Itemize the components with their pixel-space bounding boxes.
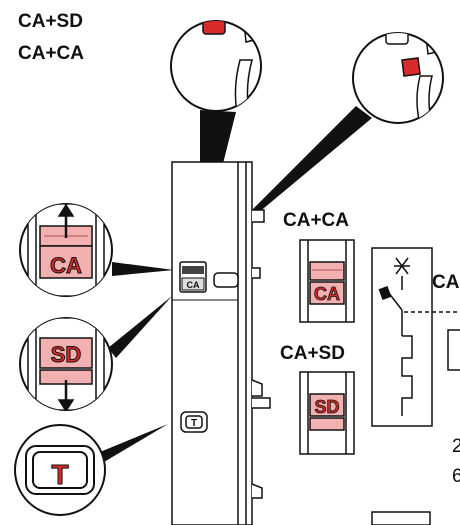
zoom-sd-text: SD: [51, 342, 82, 367]
card-ca-sd: [299, 371, 355, 455]
zoom-indicator-off: [170, 20, 262, 112]
label-ca-sd-option: CA+SD: [280, 343, 345, 364]
zoom-test-button: [14, 424, 106, 516]
title-ca-ca: CA+CA: [18, 43, 84, 64]
title-ca-sd: CA+SD: [18, 11, 83, 32]
label-ca-ca-option: CA+CA: [283, 210, 349, 231]
zoom-ca-slider: CA: [19, 203, 113, 297]
label-edge-6: 6: [452, 466, 460, 487]
schematic-symbol: [371, 247, 460, 525]
card-ca-text: CA: [314, 284, 340, 304]
label-edge-2: 2: [452, 436, 460, 457]
auxiliary-device-body: CA: [171, 161, 271, 525]
zoom-sd-slider: SD: [19, 317, 113, 411]
zoom-test-text[interactable]: T: [51, 459, 69, 491]
zoom-ca-text: CA: [50, 253, 82, 278]
device-slot-text: CA: [187, 280, 200, 290]
card-sd-text: SD: [314, 397, 339, 417]
zoom-indicator-on: [352, 32, 444, 124]
label-edge-ca: CA: [432, 272, 460, 293]
device-test-button-text[interactable]: T: [191, 418, 197, 429]
card-ca-ca: [299, 239, 355, 323]
